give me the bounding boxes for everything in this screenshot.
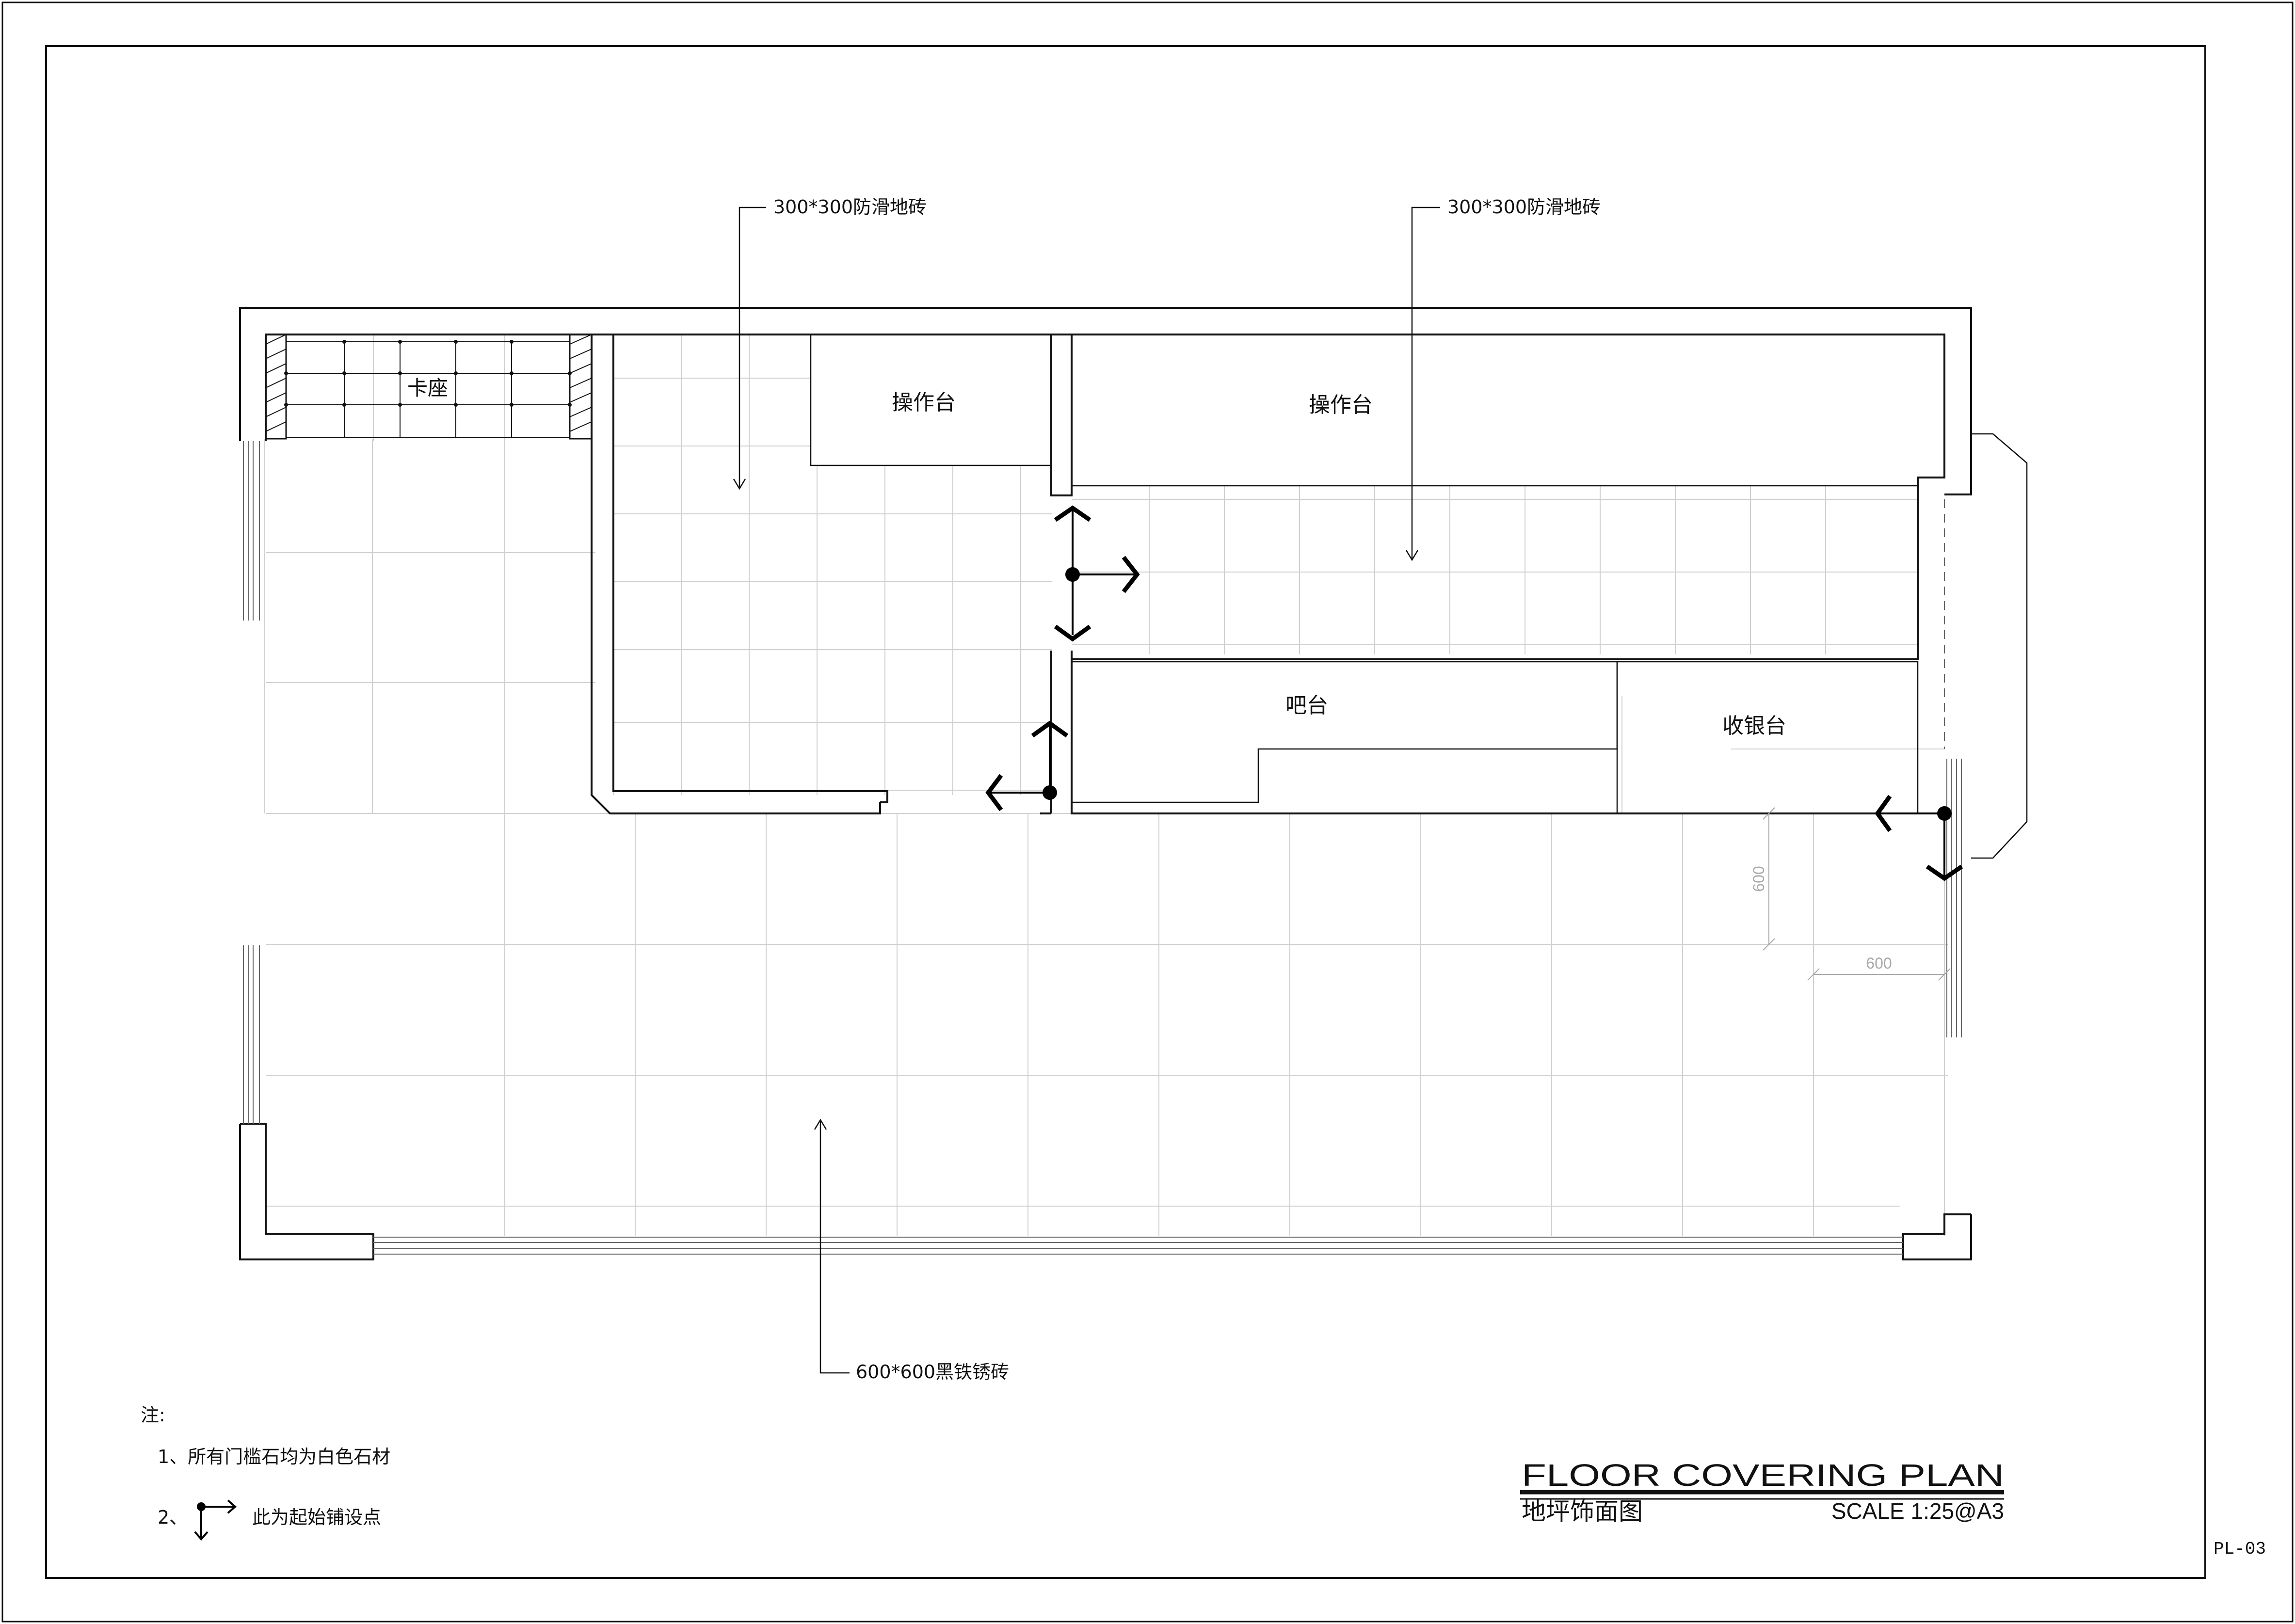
room-label-booth: 卡座	[407, 376, 448, 400]
notes-heading: 注:	[141, 1404, 165, 1426]
drawing-title-cn: 地坪饰面图	[1522, 1497, 1643, 1526]
note-item-1: 1、所有门槛石均为白色石材	[158, 1446, 390, 1467]
dimension-vertical-label: 600	[1750, 866, 1767, 892]
start-point-legend-icon	[194, 1499, 237, 1541]
room-label-workbench-right: 操作台	[1309, 393, 1373, 417]
inner-drawing-frame	[45, 45, 2206, 1579]
drawing-title-en: FLOOR COVERING PLAN	[1522, 1458, 2004, 1493]
kitchen-right-tiles	[1072, 485, 1918, 654]
start-point-marker-1	[1054, 505, 1140, 642]
start-point-marker-3	[1875, 795, 1963, 881]
walls	[239, 307, 2028, 1260]
counters	[810, 334, 1945, 814]
dimension-vertical	[1763, 807, 1775, 951]
svg-text:600*600黑铁锈砖: 600*600黑铁锈砖	[856, 1361, 1009, 1383]
callout-tile-main: 600*600黑铁锈砖	[814, 1118, 1009, 1383]
svg-text:300*300防滑地砖: 300*300防滑地砖	[1447, 196, 1601, 218]
dimension-horizontal-label: 600	[1866, 955, 1892, 972]
sheet-number: PL-03	[2214, 1539, 2266, 1559]
workbench-right	[1072, 334, 1945, 487]
room-label-workbench-left: 操作台	[892, 390, 956, 415]
callout-tile-right: 300*300防滑地砖	[1405, 196, 1601, 561]
room-label-bar: 吧台	[1285, 693, 1328, 718]
main-floor-grid	[264, 334, 1948, 1236]
workbench-left	[810, 334, 1052, 466]
drawing-scale: SCALE 1:25@A3	[1831, 1498, 2004, 1524]
note-item-2-prefix: 2、	[158, 1507, 188, 1528]
note-item-2-text: 此为起始铺设点	[252, 1507, 381, 1528]
start-point-marker-2	[985, 720, 1069, 812]
bar-counter	[1072, 661, 1618, 803]
svg-text:300*300防滑地砖: 300*300防滑地砖	[773, 196, 927, 218]
room-label-cashier: 收银台	[1722, 714, 1786, 738]
booth-seating	[265, 334, 593, 440]
glazing-lines	[243, 441, 1962, 1255]
dimension-horizontal	[1807, 968, 1951, 981]
cashier-counter	[1616, 661, 1919, 814]
callout-tile-left: 300*300防滑地砖	[733, 196, 927, 490]
kitchen-left-tiles	[613, 334, 1052, 795]
